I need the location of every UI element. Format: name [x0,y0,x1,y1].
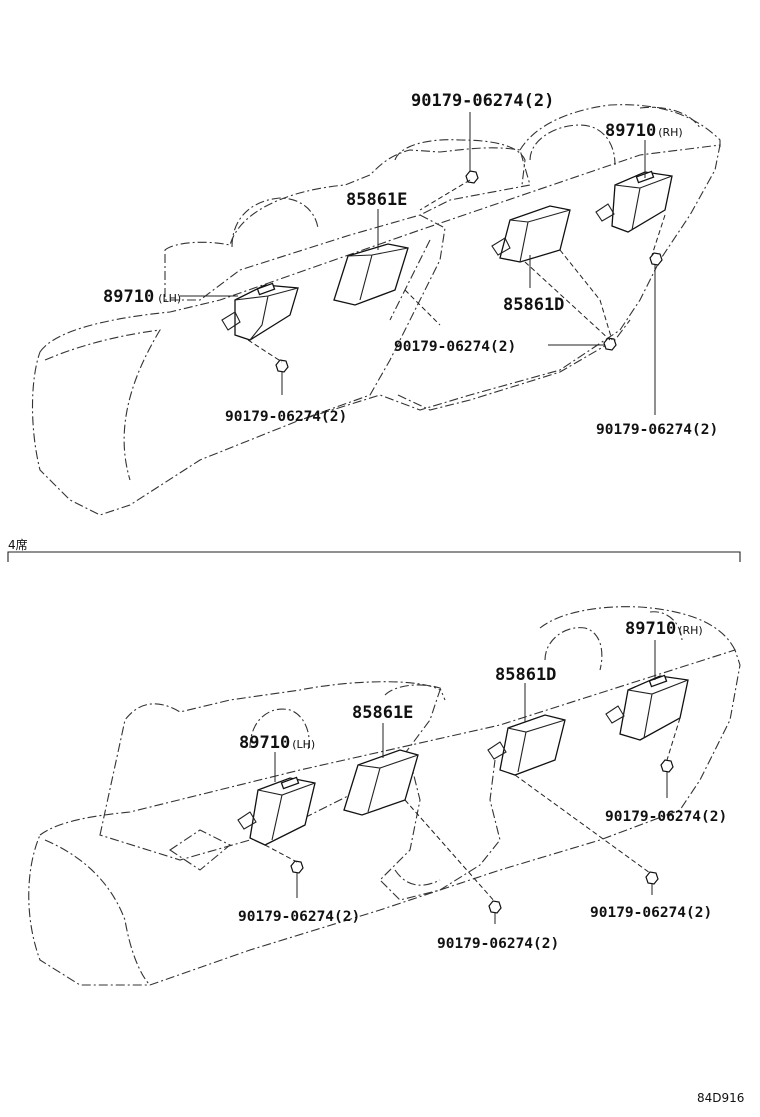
bottom-center-console [379,759,501,901]
top-headrest-left [231,197,319,248]
top-seat-cushion-edge [44,329,162,481]
label-bottom-module-d: 85861D [495,665,556,685]
section-divider: 4席 [7,537,741,562]
section-label: 4席 [8,537,28,552]
bottom-seat-cushion [28,649,741,986]
bottom-headrest-middle [384,684,446,701]
label-bottom-sensor-lh: 89710(LH) [239,733,315,753]
top-headrest-right [529,124,616,166]
bottom-headrest-right [544,627,603,671]
top-nut-middle [548,337,617,351]
bottom-dashed-leaders [264,717,681,903]
top-sensor-lh [221,282,299,341]
bottom-headrest-right-2 [649,611,683,641]
label-top-module-e: 85861E [346,190,407,210]
bottom-seat-cushion-edge [44,839,151,986]
label-top-module-d: 85861D [503,295,564,315]
label-bottom-nut-center: 90179-06274(2) [437,936,559,952]
section-bracket [7,551,741,562]
label-top-nut-top: 90179-06274(2) [411,91,554,111]
label-bottom-sensor-rh: 89710(RH) [625,619,703,639]
label-bottom-nut-left: 90179-06274(2) [238,909,360,925]
bottom-nut-right-upper [660,759,674,798]
label-top-sensor-lh: 89710(LH) [103,287,181,307]
label-top-nut-middle: 90179-06274(2) [394,339,516,355]
label-top-sensor-rh: 89710(RH) [605,121,683,141]
label-bottom-nut-right-upper: 90179-06274(2) [605,809,727,825]
top-headrest-right-2 [639,106,701,129]
top-nut-top [465,112,479,184]
bottom-module-e [343,749,419,816]
bottom-nut-center [488,900,502,924]
bottom-module-d [487,714,566,776]
top-module-e [333,243,409,306]
label-bottom-module-e: 85861E [352,703,413,723]
top-seat-cushion [32,144,721,516]
top-module-d [491,205,571,263]
top-dashed-leaders [247,179,666,363]
bottom-sensor-rh [605,674,689,741]
top-seat-assembly [32,104,721,516]
label-top-nut-right: 90179-06274(2) [596,422,718,438]
label-bottom-nut-right-lower: 90179-06274(2) [590,905,712,921]
top-right-cushion-front [397,319,631,411]
bottom-headrest-left [249,708,310,751]
bottom-nut-right-lower [645,871,659,895]
top-nut-left [275,359,289,395]
bottom-backrest-right [539,606,736,651]
top-backrest-right [519,104,721,151]
label-top-nut-left: 90179-06274(2) [225,409,347,425]
figure-id: 84D916 [697,1091,744,1105]
bottom-seat-assembly [28,606,741,986]
top-nut-right [649,252,663,415]
top-headrest-middle [394,139,526,186]
bottom-nut-left [290,860,304,898]
top-sensor-rh [595,170,673,233]
bottom-mid-panel [169,829,231,871]
bottom-sensor-lh [237,776,316,846]
top-center-panel [299,214,446,421]
